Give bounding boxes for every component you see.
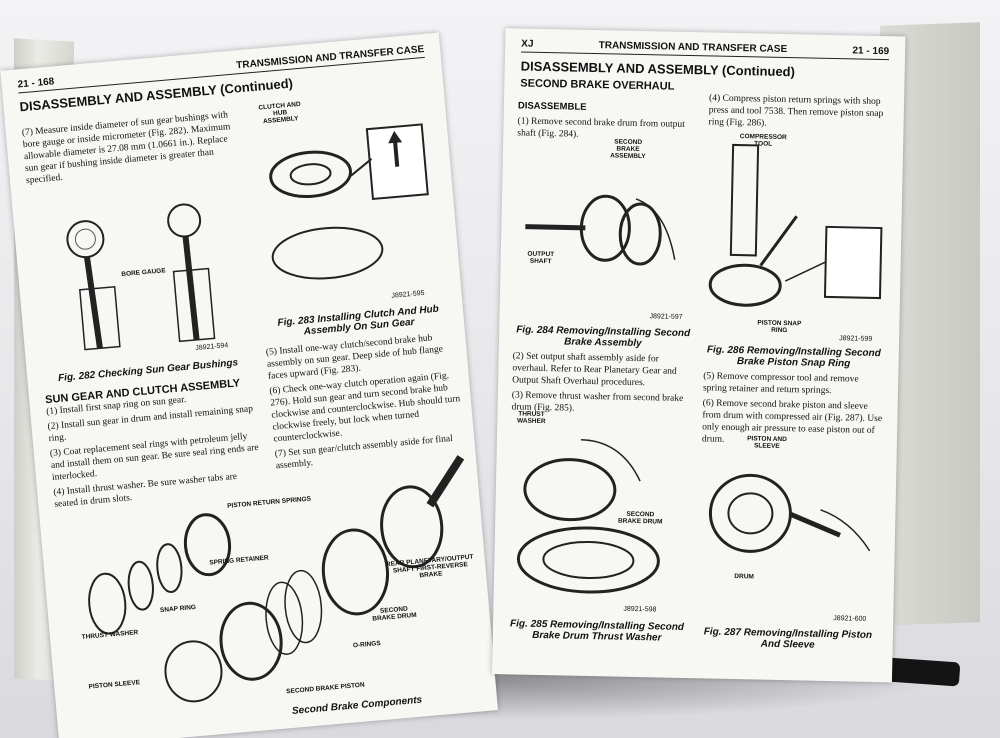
left-page: 21 - 168 TRANSMISSION AND TRANSFER CASE …	[0, 32, 499, 738]
label-thrust-washer-right: THRUST WASHER	[516, 410, 546, 426]
left-para-7: (7) Measure inside diameter of sun gear …	[21, 110, 231, 187]
bore-gauge-illustration	[66, 203, 216, 351]
right-page-section: TRANSMISSION AND TRANSFER CASE	[598, 40, 788, 56]
ref-595: J8921-595	[391, 289, 425, 300]
right-page-number: 21 - 169	[852, 45, 890, 58]
ref-597: J8921-597	[649, 313, 683, 321]
fig-285-caption: Fig. 285 Removing/Installing Second Brak…	[509, 618, 685, 644]
ref-600: J8921-600	[833, 615, 867, 623]
label-second-brake-assembly: SECOND BRAKE ASSEMBLY	[610, 138, 646, 161]
label-second-brake-drum-right: SECOND BRAKE DRUM	[617, 510, 663, 526]
piston-sleeve-illustration	[708, 473, 871, 553]
second-brake-components-illustration	[88, 455, 465, 703]
right-page-header: XJ TRANSMISSION AND TRANSFER CASE 21 - 1…	[521, 36, 890, 61]
right-page-tag: XJ	[521, 38, 534, 50]
fig-287-caption: Fig. 287 Removing/Installing Piston And …	[703, 626, 873, 651]
second-brake-assembly-illustration	[525, 194, 676, 266]
ref-599: J8921-599	[839, 335, 873, 343]
compressor-tool-illustration	[708, 143, 883, 307]
thrust-washer-illustration	[516, 439, 660, 594]
ref-598: J8921-598	[623, 605, 657, 614]
right-page: XJ TRANSMISSION AND TRANSFER CASE 21 - 1…	[492, 28, 906, 683]
label-piston-and-sleeve: PISTON AND SLEEVE	[747, 435, 787, 450]
fig-284-caption: Fig. 284 Removing/Installing Second Brak…	[516, 324, 691, 350]
label-output-shaft: OUTPUT SHAFT	[527, 250, 555, 266]
fig-286-caption: Fig. 286 Removing/Installing Second Brak…	[706, 344, 881, 370]
disassemble-steps-2-3: (2) Set output shaft assembly aside for …	[511, 351, 684, 414]
label-drum: DRUM	[734, 573, 754, 581]
disassemble-step-4: (4) Compress piston return springs with …	[708, 93, 884, 129]
label-piston-snap-ring: PISTON SNAP RING	[757, 319, 802, 335]
ref-594: J8921-594	[195, 342, 229, 352]
left-page-number: 21 - 168	[17, 76, 55, 91]
clutch-hub-illustration	[269, 123, 429, 280]
clutch-hub-label: CLUTCH AND HUB ASSEMBLY	[258, 100, 301, 126]
